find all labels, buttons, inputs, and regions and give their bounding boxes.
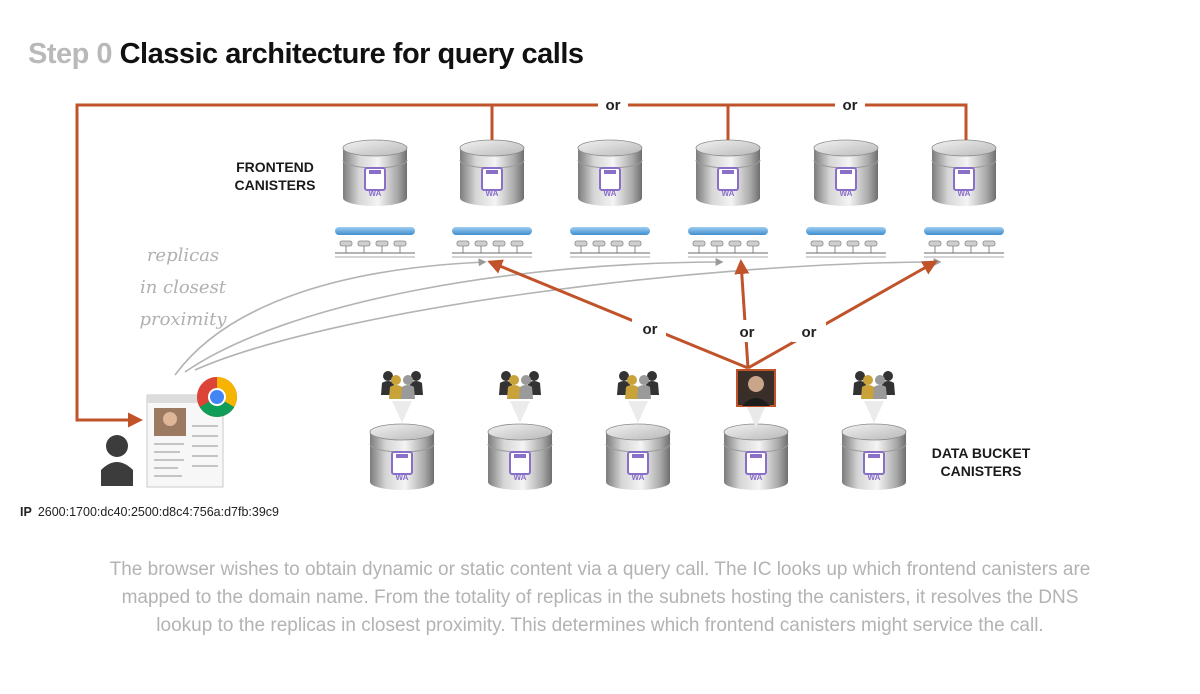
title-main: Classic architecture for query calls	[119, 38, 584, 70]
badge-text: WA	[514, 473, 527, 482]
annotation-line1: replicas	[146, 245, 220, 266]
replica-node-icon	[334, 226, 416, 258]
replica-node-icon	[805, 226, 887, 258]
badge-text: WA	[604, 189, 617, 198]
ip-address: IP 2600:1700:dc40:2500:d8c4:756a:d7fb:39c…	[20, 505, 279, 519]
or-label-top-2: or	[843, 97, 858, 114]
dns-lookup-curves	[174, 258, 942, 376]
chrome-icon	[197, 377, 237, 417]
badge-text: WA	[632, 473, 645, 482]
user-group-icon	[499, 371, 541, 423]
or-label-middle: or	[740, 324, 755, 341]
caption-line1: The browser wishes to obtain dynamic or …	[109, 559, 1091, 580]
frontend-canisters-label: FRONTEND CANISTERS	[222, 158, 328, 194]
annotation-line3: proximity	[139, 309, 227, 330]
badge-text: WA	[369, 189, 382, 198]
badge-text: WA	[396, 473, 409, 482]
replica-node-icon	[687, 226, 769, 258]
ip-value: 2600:1700:dc40:2500:d8c4:756a:d7fb:39c9	[37, 505, 279, 519]
or-label-top-1: or	[606, 97, 621, 114]
badge-text: WA	[486, 189, 499, 198]
user-group-icon	[617, 371, 659, 423]
user-groups	[381, 369, 895, 428]
replica-node-icon	[569, 226, 651, 258]
badge-text: WA	[722, 189, 735, 198]
ip-label: IP	[20, 505, 32, 519]
badge-text: WA	[750, 473, 763, 482]
replica-node-icon	[923, 226, 1005, 258]
frontend-canisters	[342, 139, 997, 207]
frontend-label-line1: FRONTEND	[236, 159, 314, 175]
replica-groups	[334, 226, 1005, 258]
user-group-icon	[381, 371, 423, 423]
caption-line3: lookup to the replicas in closest proxim…	[156, 615, 1044, 636]
or-label-left: or	[643, 321, 658, 338]
bucket-label-line2: CANISTERS	[940, 463, 1022, 479]
query-arrows	[487, 259, 938, 370]
caption: The browser wishes to obtain dynamic or …	[20, 556, 1180, 640]
routing-lines	[75, 103, 968, 428]
replica-node-icon	[451, 226, 533, 258]
page-title: Step 0 Classic architecture for query ca…	[28, 38, 584, 71]
caption-line2: mapped to the domain name. From the tota…	[121, 587, 1079, 608]
user-icon	[101, 435, 133, 486]
frontend-badges: WA WA WA WA WA WA	[369, 189, 971, 198]
annotation-line2: in closest	[139, 277, 227, 298]
title-step: Step 0	[28, 38, 113, 70]
frontend-label-line2: CANISTERS	[234, 177, 316, 193]
user-group-icon	[853, 371, 895, 423]
or-label-right: or	[802, 324, 817, 341]
bucket-label-line1: DATA BUCKET	[931, 445, 1031, 461]
badge-text: WA	[840, 189, 853, 198]
badge-text: WA	[958, 189, 971, 198]
bucket-badges: WA WA WA WA WA	[396, 473, 881, 482]
replicas-annotation: replicas in closest proximity	[124, 240, 242, 336]
data-bucket-canisters-label: DATA BUCKET CANISTERS	[918, 444, 1044, 480]
user-photo-icon	[736, 369, 776, 428]
badge-text: WA	[868, 473, 881, 482]
